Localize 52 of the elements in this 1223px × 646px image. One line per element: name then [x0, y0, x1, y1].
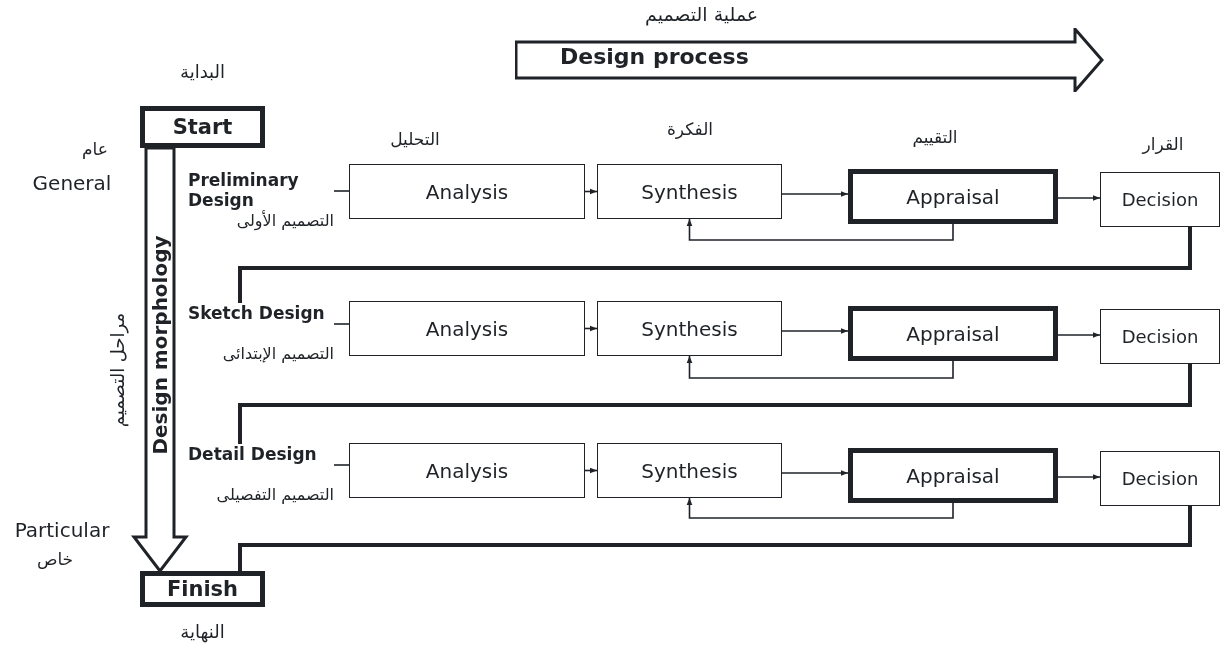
box-caption: النهاية	[180, 622, 225, 643]
connector	[1057, 195, 1101, 201]
connector	[584, 188, 598, 195]
axis-label: خاص	[36, 550, 74, 570]
arrow-caption: عملية التصميم	[645, 4, 759, 26]
decision-box: Decision	[1100, 451, 1220, 506]
connector	[686, 355, 954, 379]
axis-label: عام	[82, 140, 108, 160]
connector	[333, 323, 350, 325]
connector	[686, 218, 954, 241]
connector	[333, 464, 350, 466]
appraisal-box: Appraisal	[848, 169, 1058, 224]
connector	[238, 364, 1192, 444]
connector	[238, 506, 1192, 571]
stage-label: التصميم الإبتدائى	[222, 345, 334, 364]
finish-box: Finish	[140, 571, 265, 607]
analysis-box: Analysis	[349, 443, 585, 498]
box-caption: البداية	[180, 62, 225, 83]
column-heading: الفكرة	[666, 120, 714, 140]
stage-label: Detail Design	[188, 444, 318, 464]
stage-label: التصميم التفصيلى	[216, 486, 334, 505]
column-heading: القرار	[1142, 135, 1184, 155]
connector	[686, 497, 954, 519]
connector	[584, 325, 598, 332]
connector	[781, 191, 849, 197]
decision-box: Decision	[1100, 309, 1220, 364]
axis-label: Particular	[14, 518, 110, 542]
column-heading: التحليل	[390, 130, 440, 150]
connector	[333, 190, 350, 192]
axis-label: General	[32, 171, 112, 195]
synthesis-box: Synthesis	[597, 301, 782, 356]
analysis-box: Analysis	[349, 301, 585, 356]
stage-label: Sketch Design	[188, 303, 326, 323]
block-arrow	[130, 146, 190, 574]
connector	[584, 467, 598, 474]
stage-label: Preliminary Design	[188, 170, 300, 210]
synthesis-box: Synthesis	[597, 164, 782, 219]
synthesis-box: Synthesis	[597, 443, 782, 498]
connector	[1057, 474, 1101, 480]
connector	[781, 328, 849, 334]
side-caption: مراحل التصميم	[107, 312, 129, 428]
process-arrow: Design process	[515, 28, 1105, 92]
decision-box: Decision	[1100, 172, 1220, 227]
appraisal-box: Appraisal	[848, 306, 1058, 361]
column-heading: التقييم	[912, 128, 958, 148]
edge-label: Design morphology	[148, 234, 172, 455]
connector	[1057, 332, 1101, 338]
analysis-box: Analysis	[349, 164, 585, 219]
start-box: Start	[140, 106, 265, 148]
appraisal-box: Appraisal	[848, 448, 1058, 503]
connector	[781, 470, 849, 476]
connector	[238, 227, 1192, 303]
